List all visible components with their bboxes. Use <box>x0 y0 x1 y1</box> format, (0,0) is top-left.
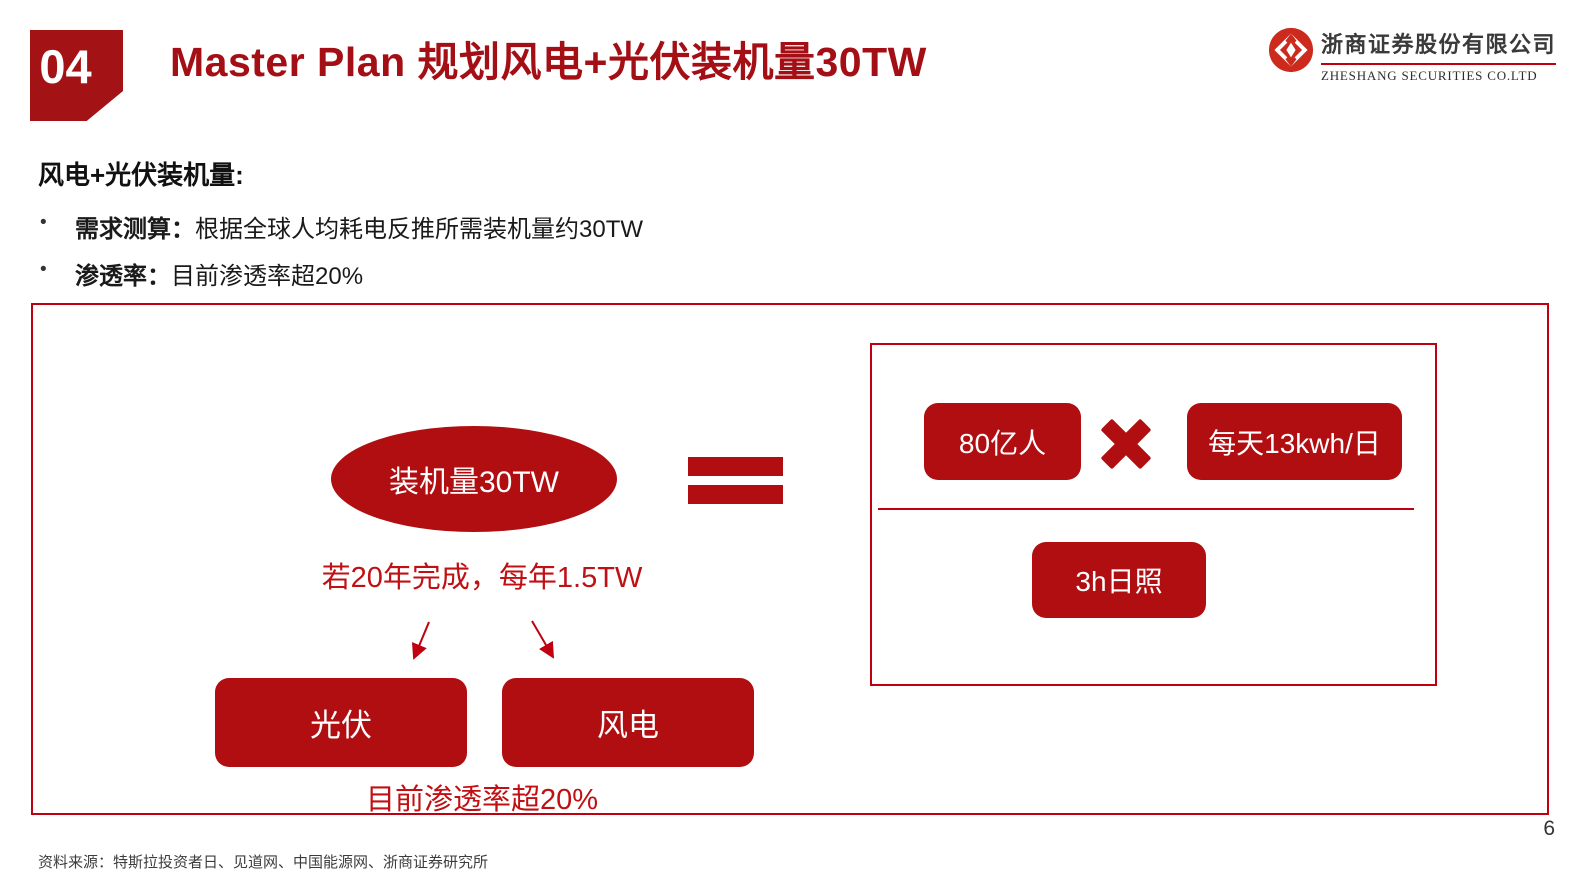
wind-box: 风电 <box>502 678 754 767</box>
bullet-label: 渗透率： <box>75 263 171 290</box>
company-name-en: ZHESHANG SECURITIES CO.LTD <box>1321 68 1538 83</box>
result-ellipse-label: 装机量30TW <box>388 466 559 499</box>
sunlight-box-label: 3h日照 <box>1075 566 1163 597</box>
page-number: 6 <box>1543 817 1555 840</box>
bullet-item-penetration: • 渗透率： 目前渗透率超20% <box>40 256 363 291</box>
penetration-note: 目前渗透率超20% <box>365 784 599 816</box>
zheshang-logo-icon <box>1268 27 1314 78</box>
source-note: 资料来源：特斯拉投资者日、见道网、中国能源网、浙商证券研究所 <box>38 854 489 871</box>
solar-box: 光伏 <box>215 678 467 767</box>
fraction-divider <box>878 508 1414 510</box>
population-box-label: 80亿人 <box>958 427 1047 459</box>
multiply-icon <box>1098 416 1154 472</box>
intro-heading: 风电+光伏装机量: <box>38 160 244 190</box>
bullet-label: 需求测算： <box>75 216 195 243</box>
sunlight-box: 3h日照 <box>1032 542 1206 618</box>
diagram-panel: 装机量30TW 若20年完成，每年1.5TW 光伏 风电 目前渗透率超20% <box>31 303 1549 816</box>
wind-box-label: 风电 <box>597 708 659 743</box>
bullet-marker-icon: • <box>40 212 47 233</box>
split-arrows-icon <box>392 612 572 672</box>
page-title: Master Plan 规划风电+光伏装机量30TW <box>170 39 927 85</box>
consumption-box: 每天13kwh/日 <box>1187 403 1402 480</box>
bullet-text: 目前渗透率超20% <box>171 263 364 290</box>
equals-bar <box>688 457 783 476</box>
solar-box-label: 光伏 <box>310 708 372 743</box>
bullet-text: 根据全球人均耗电反推所需装机量约30TW <box>195 216 644 243</box>
annual-note: 若20年完成，每年1.5TW <box>321 562 643 594</box>
equals-bar <box>688 485 783 504</box>
bullet-item-demand: • 需求测算： 根据全球人均耗电反推所需装机量约30TW <box>40 209 643 244</box>
result-ellipse: 装机量30TW <box>331 426 617 532</box>
formula-panel: 80亿人 每天13kwh/日 3h日照 <box>870 343 1437 686</box>
bullet-marker-icon: • <box>40 259 47 280</box>
consumption-box-label: 每天13kwh/日 <box>1208 427 1381 459</box>
section-number-badge: 04 <box>30 30 123 121</box>
population-box: 80亿人 <box>924 403 1081 480</box>
equals-icon <box>688 457 783 504</box>
company-name-cn: 浙商证券股份有限公司 <box>1321 27 1557 65</box>
company-logo: 浙商证券股份有限公司 ZHESHANG SECURITIES CO.LTD <box>1268 27 1557 84</box>
